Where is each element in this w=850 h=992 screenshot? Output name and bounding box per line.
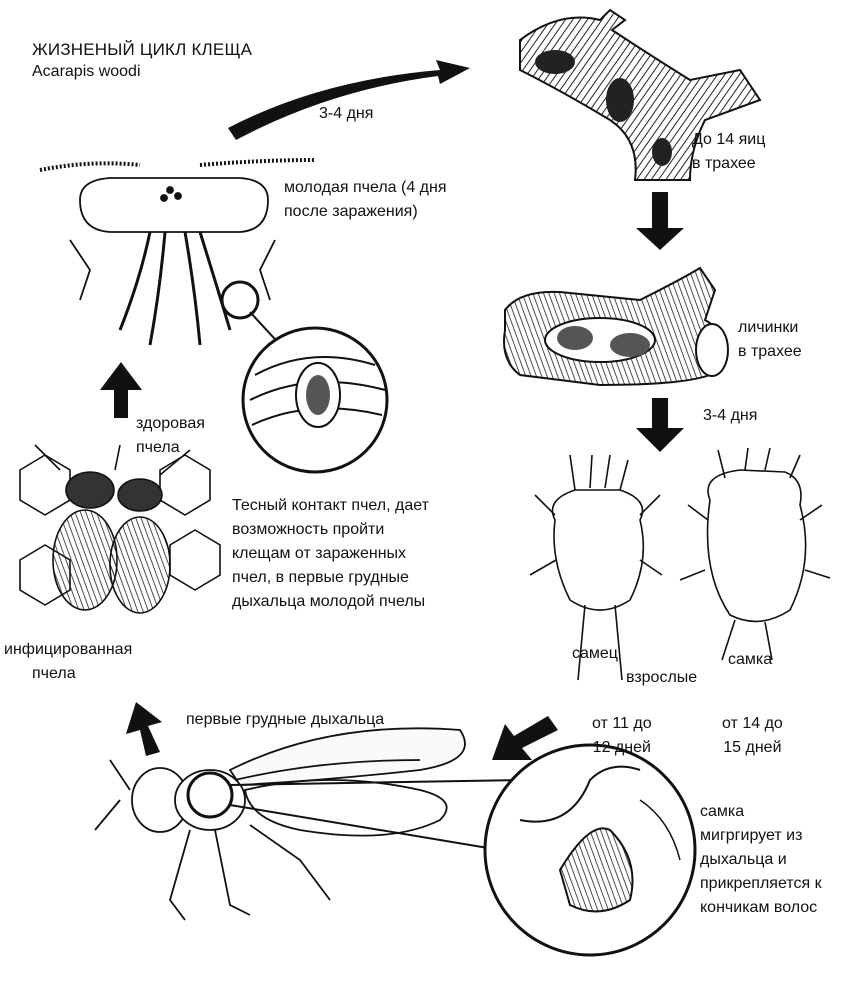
trachea-zoom-illustration [241, 326, 389, 474]
eggs-label-line: До 14 яиц [692, 131, 766, 148]
arrow-to-larvae [636, 192, 684, 250]
arrow-to-adults [636, 398, 684, 452]
female-days-label: от 14 до 15 дней [722, 712, 783, 760]
arrow-to-infected-bee [126, 702, 162, 756]
female-migrates-line: дыхальца и [700, 851, 787, 868]
female-days-line: 15 дней [723, 739, 782, 756]
healthy-bee-label: здоровая пчела [136, 412, 205, 460]
days-label-top: 3-4 дня [319, 105, 374, 122]
contact-description: Тесный контакт пчел, дает возможность пр… [232, 494, 429, 614]
contact-line: возможность пройти [232, 521, 385, 538]
male-label: самец [572, 645, 618, 662]
male-days-label: от 11 до 12 дней [592, 712, 652, 760]
spiracle-zoom-illustration [483, 743, 697, 957]
eggs-label: До 14 яиц в трахее [692, 128, 765, 176]
diagram-title: ЖИЗНЕНЫЙ ЦИКЛ КЛЕЩА [32, 40, 253, 59]
male-days-line: от 11 до [592, 715, 652, 732]
larvae-label-line: в трахее [738, 343, 802, 360]
young-bee-thorax-illustration [39, 158, 316, 351]
contact-line: пчел, в первые грудные [232, 569, 409, 586]
worker-bee-illustration [94, 727, 521, 921]
larvae-label-line: личинки [738, 319, 799, 336]
female-label: самка [728, 651, 773, 668]
arrow-to-bee [492, 716, 558, 760]
female-migrates-line: самка [700, 803, 745, 820]
female-migrates-line: мигргирует из [700, 827, 803, 844]
female-migrates-line: кончикам волос [700, 899, 818, 916]
healthy-bee-label-line: здоровая [136, 415, 205, 432]
male-mite-illustration [529, 454, 663, 681]
arrow-to-eggs [228, 60, 470, 140]
larvae-label: личинки в трахее [738, 316, 802, 364]
female-days-line: от 14 до [722, 715, 783, 732]
female-migrates-label: самка мигргирует из дыхальца и прикрепля… [700, 800, 822, 920]
infected-bee-label: инфицированная пчела [4, 638, 132, 686]
young-bee-label-line: молодая пчела (4 дня [284, 179, 447, 196]
contact-line: клещам от зараженных [232, 545, 407, 562]
female-mite-illustration [679, 447, 831, 661]
young-bee-label: молодая пчела (4 дня после заражения) [284, 176, 447, 224]
species-name: Acarapis woodi [32, 63, 141, 80]
eggs-label-line: в трахее [692, 155, 756, 172]
contact-line: дыхальца молодой пчелы [232, 593, 426, 610]
trachea-larvae-illustration [503, 266, 729, 387]
contact-line: Тесный контакт пчел, дает [232, 497, 429, 514]
spiracles-label: первые грудные дыхальца [186, 711, 385, 728]
arrow-to-young-bee [100, 362, 142, 418]
male-days-line: 12 дней [592, 739, 651, 756]
healthy-bee-label-line: пчела [136, 439, 180, 456]
infected-bee-label-line: инфицированная [4, 641, 133, 658]
infected-bees-comb-illustration [19, 444, 221, 614]
young-bee-label-line: после заражения) [284, 203, 418, 220]
infected-bee-label-line: пчела [32, 665, 76, 682]
adults-label: взрослые [626, 669, 698, 686]
days-label-mid: 3-4 дня [703, 407, 758, 424]
female-migrates-line: прикрепляется к [700, 875, 822, 892]
trachea-eggs-illustration [519, 8, 762, 181]
